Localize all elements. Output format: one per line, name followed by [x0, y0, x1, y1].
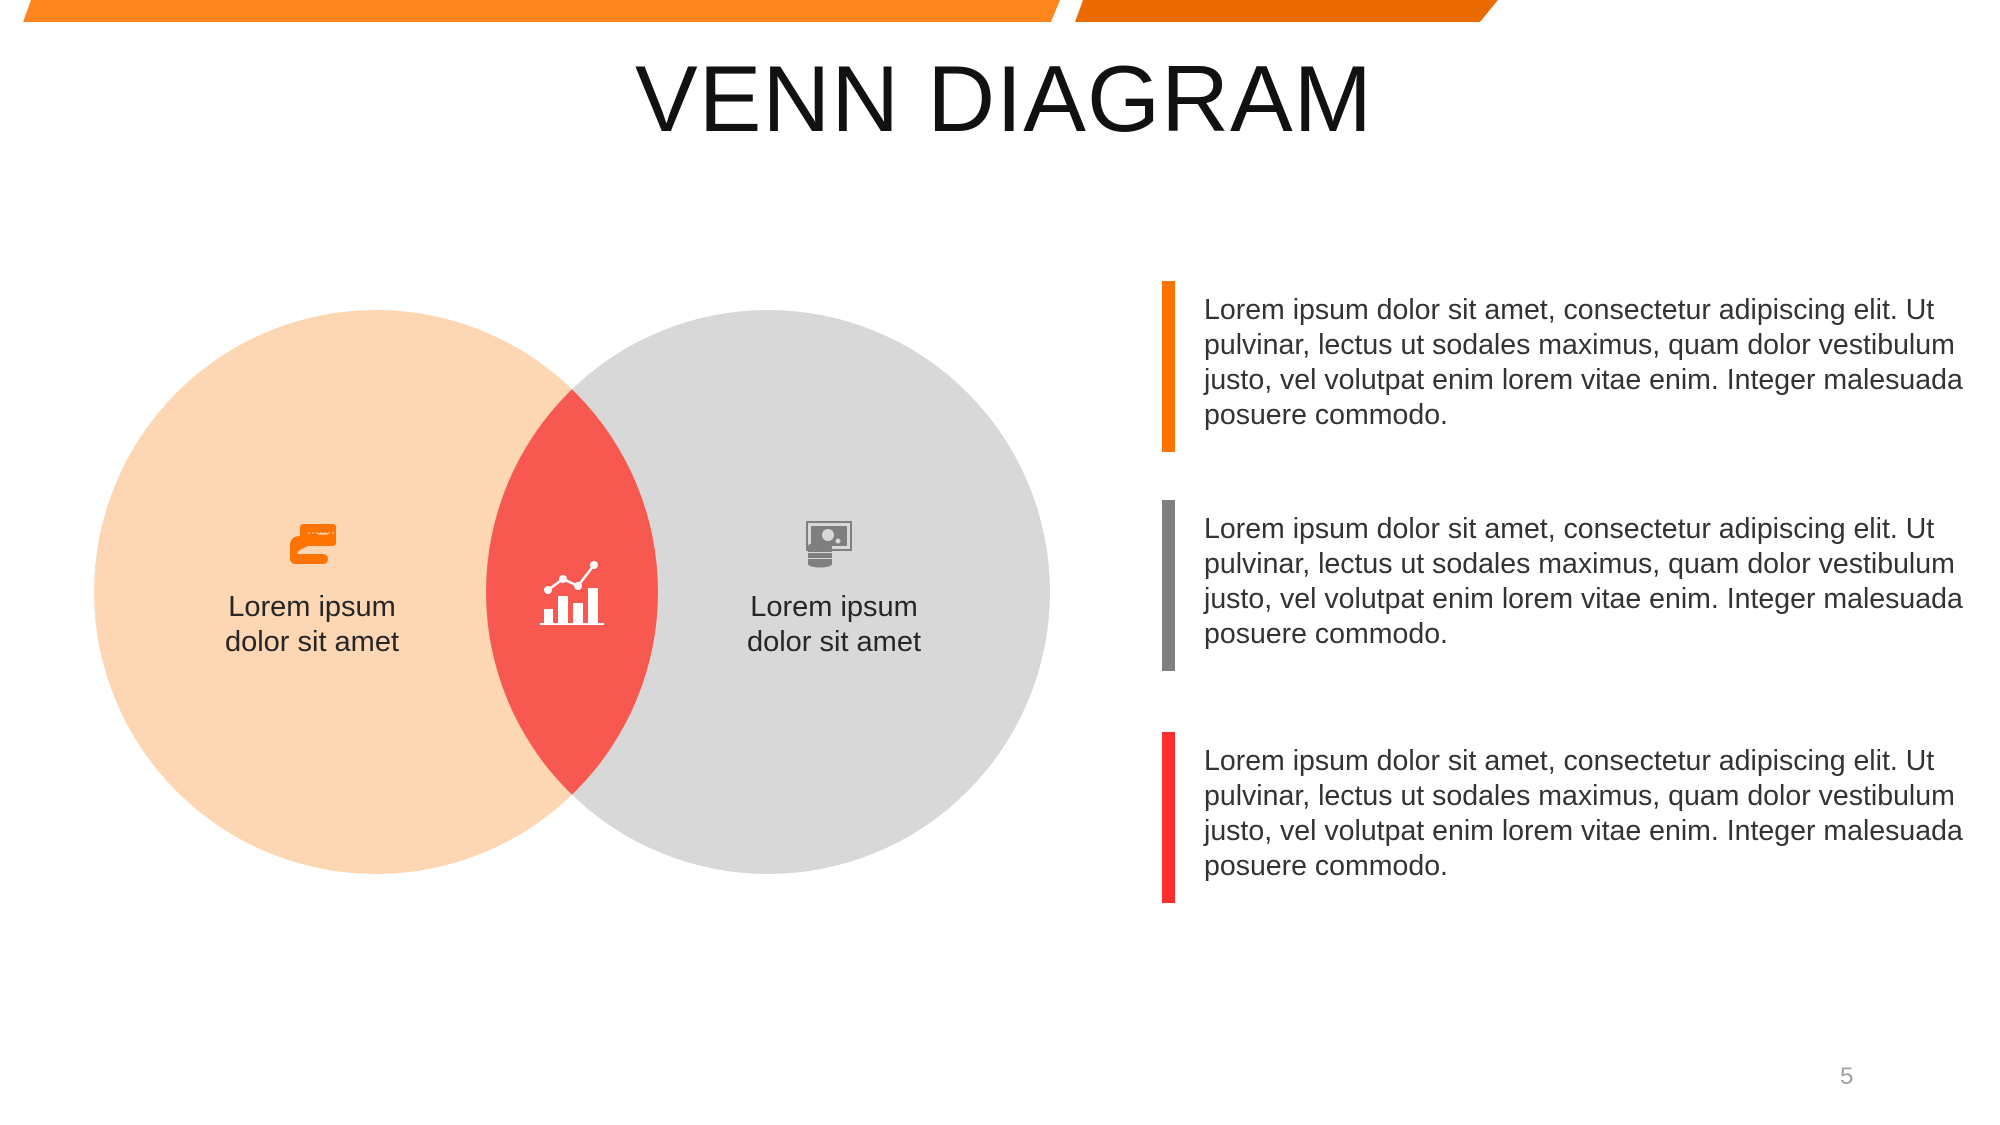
- venn-left-label-line1: Lorem ipsum: [228, 591, 396, 623]
- venn-right-label-line1: Lorem ipsum: [750, 591, 918, 623]
- page-number: 5: [1840, 1063, 1854, 1090]
- note-gray: Lorem ipsum dolor sit amet, consectetur …: [1162, 500, 1963, 671]
- venn-circle-left: [94, 310, 658, 874]
- note-red: Lorem ipsum dolor sit amet, consectetur …: [1162, 732, 1963, 903]
- money-coins-icon: [806, 521, 852, 568]
- accent-bar-gray: [1162, 500, 1175, 671]
- note-text: Lorem ipsum dolor sit amet, consectetur …: [1204, 294, 1963, 431]
- note-orange: Lorem ipsum dolor sit amet, consectetur …: [1162, 281, 1963, 452]
- venn-right-label-line2: dolor sit amet: [746, 626, 922, 658]
- note-text: Lorem ipsum dolor sit amet, consectetur …: [1204, 513, 1963, 650]
- venn-right-label: Lorem ipsum dolor sit amet: [684, 590, 984, 660]
- venn-left-label-line2: dolor sit amet: [224, 626, 400, 658]
- accent-bar-orange: [1162, 281, 1175, 452]
- venn-circle-right: [486, 310, 1050, 874]
- top-bar-secondary: [1075, 0, 1498, 22]
- top-accent-bars: [23, 0, 1498, 22]
- slide-title: VENN DIAGRAM: [635, 46, 1373, 151]
- top-bar-primary: [23, 0, 1060, 22]
- accent-bar-red: [1162, 732, 1175, 903]
- note-text: Lorem ipsum dolor sit amet, consectetur …: [1204, 745, 1963, 882]
- wallet-hand-icon: [290, 524, 336, 564]
- venn-diagram: [94, 310, 1050, 874]
- venn-left-label: Lorem ipsum dolor sit amet: [162, 590, 462, 660]
- bar-line-chart-icon: [540, 561, 604, 625]
